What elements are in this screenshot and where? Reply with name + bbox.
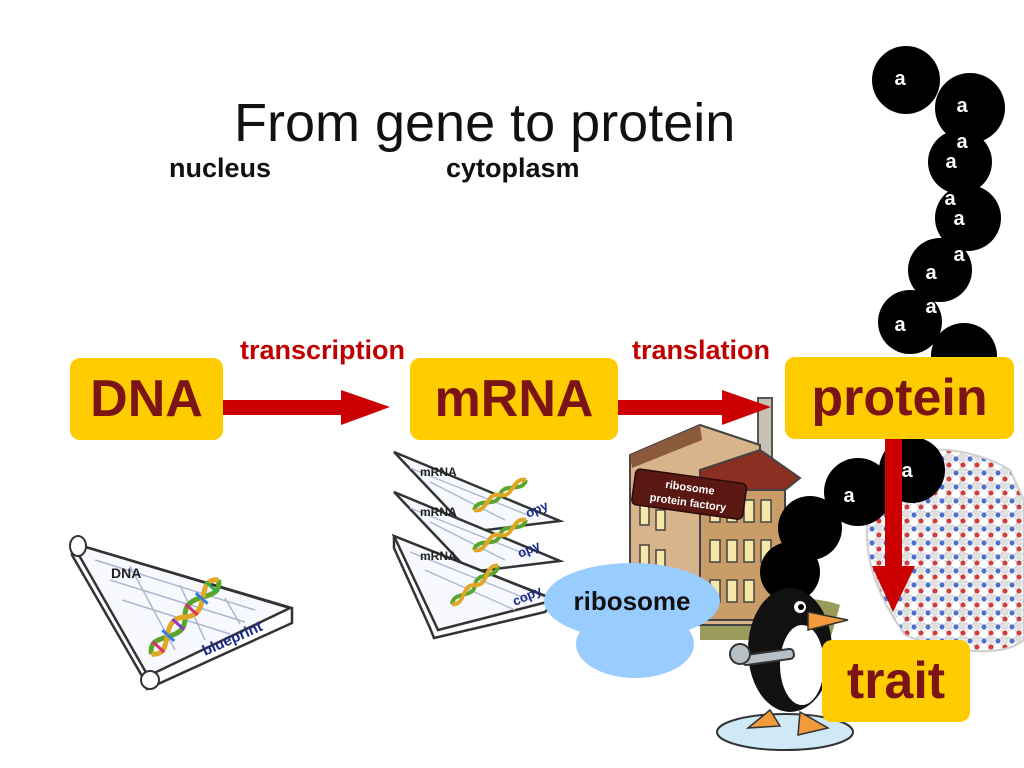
mrna-label: mRNA xyxy=(420,549,457,563)
arrow-protein-to-trait xyxy=(872,438,915,612)
dna-box: DNA xyxy=(70,358,223,440)
mrna-box-label: mRNA xyxy=(434,370,594,428)
amino-acid: a xyxy=(894,314,906,336)
mrna-label: mRNA xyxy=(420,505,457,519)
cytoplasm-label: cytoplasm xyxy=(446,153,580,183)
mrna-copy: mRNA opy xyxy=(393,490,565,574)
mrna-copies-illustration: mRNA opy mRNA opy mRNA copy xyxy=(391,450,565,640)
amino-acid: a xyxy=(944,188,956,210)
transcription-label: transcription xyxy=(240,335,406,365)
amino-acid: a xyxy=(843,485,855,507)
ribosome-cloud: ribosome xyxy=(544,563,720,639)
amino-acid: a xyxy=(925,296,937,318)
trait-box-label: trait xyxy=(846,652,946,710)
blueprint-label: DNA xyxy=(111,565,141,581)
nucleus-label: nucleus xyxy=(169,153,272,183)
amino-acid: a xyxy=(953,244,965,266)
trait-box: trait xyxy=(822,640,970,722)
amino-acid: a xyxy=(925,262,937,284)
amino-acid: a xyxy=(956,131,968,153)
amino-acid: a xyxy=(956,95,968,117)
arrow-translation xyxy=(618,390,771,425)
ribosome-label: ribosome xyxy=(573,585,691,616)
mrna-box: mRNA xyxy=(410,358,618,440)
amino-acid-chain: a a a a a a a a a a a a xyxy=(760,46,1005,602)
amino-acid: a xyxy=(953,208,965,230)
mrna-label: mRNA xyxy=(420,465,457,479)
amino-acid: a xyxy=(945,151,957,173)
amino-acid: a xyxy=(894,68,906,90)
amino-acid: a xyxy=(901,460,913,482)
dna-box-label: DNA xyxy=(90,370,203,428)
protein-box: protein xyxy=(785,357,1014,439)
protein-box-label: protein xyxy=(811,369,988,427)
translation-label: translation xyxy=(632,335,771,365)
mrna-copy: mRNA opy xyxy=(393,450,565,534)
mrna-copy: mRNA copy xyxy=(391,533,560,640)
arrow-transcription xyxy=(223,390,390,425)
dna-blueprint-illustration: DNA blueprint xyxy=(69,535,294,691)
page-title: From gene to protein xyxy=(234,93,736,153)
penguin-illustration xyxy=(716,588,854,751)
